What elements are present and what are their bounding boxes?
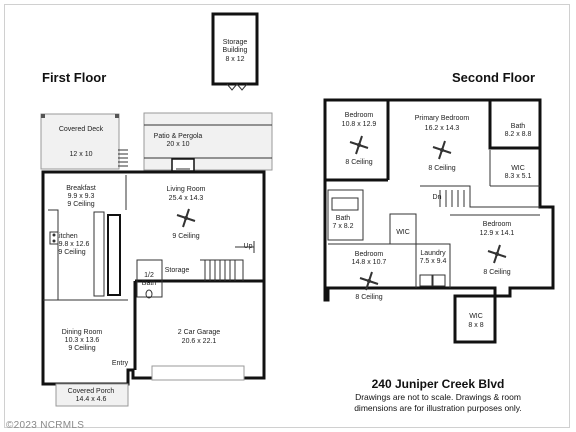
svg-text:20 x 10: 20 x 10	[167, 141, 190, 148]
stair-down-label: Dn	[433, 194, 442, 201]
primary-bedroom-label: Primary Bedroom	[415, 115, 470, 122]
primary-bath-label: Bath	[511, 123, 526, 130]
svg-text:9.9 x 9.3: 9.9 x 9.3	[68, 193, 95, 200]
svg-text:14.8 x 10.7: 14.8 x 10.7	[352, 259, 387, 266]
wic-primary-label: WIC	[511, 165, 525, 172]
kitchen-label: Kitchen	[54, 233, 77, 240]
stair-up-label: Up	[244, 243, 253, 250]
svg-text:8 x 12: 8 x 12	[225, 56, 244, 63]
ceiling-fan-icon	[349, 135, 369, 155]
svg-text:Storage: Storage	[223, 39, 248, 46]
second-floor-heading: Second Floor	[452, 70, 535, 85]
svg-text:9 Ceiling: 9 Ceiling	[68, 345, 95, 352]
svg-text:9 Ceiling: 9 Ceiling	[172, 233, 199, 240]
svg-text:Building: Building	[223, 47, 248, 54]
laundry-label: Laundry	[420, 250, 446, 257]
half-bath-label: 1/2	[144, 272, 154, 279]
svg-text:8 Ceiling: 8 Ceiling	[428, 165, 455, 172]
svg-text:8 x 8: 8 x 8	[468, 322, 483, 329]
garage-label: 2 Car Garage	[178, 329, 221, 336]
first-floor-plan: Storage Building 8 x 12 Covered Deck 12 …	[40, 12, 273, 407]
bedroom-3-label: Bedroom	[483, 221, 512, 228]
bath-2-label: Bath	[336, 215, 351, 222]
wic-3-label: WIC	[469, 313, 483, 320]
covered-porch-label: Covered Porch	[68, 388, 115, 395]
property-address: 240 Juniper Creek Blvd	[372, 377, 505, 391]
first-floor-heading: First Floor	[42, 70, 106, 85]
storage-label: Storage	[165, 267, 190, 274]
svg-text:25.4 x 14.3: 25.4 x 14.3	[169, 195, 204, 202]
svg-text:16.2 x 14.3: 16.2 x 14.3	[425, 125, 460, 132]
svg-text:8 Ceiling: 8 Ceiling	[345, 159, 372, 166]
bedroom-1-label: Bedroom	[345, 112, 374, 119]
disclaimer-line-2: dimensions are for illustration purposes…	[354, 403, 522, 413]
svg-text:8 Ceiling: 8 Ceiling	[483, 269, 510, 276]
copyright-watermark: ©2023 NCRMLS	[6, 420, 84, 431]
svg-text:10.8 x 12.9: 10.8 x 12.9	[342, 121, 377, 128]
wic-small-label: WIC	[396, 229, 410, 236]
svg-text:Patio & Pergola: Patio & Pergola	[154, 133, 203, 140]
svg-text:12 x 10: 12 x 10	[70, 151, 93, 158]
svg-text:12.9 x 14.1: 12.9 x 14.1	[480, 230, 515, 237]
covered-deck: Covered Deck 12 x 10	[40, 113, 128, 170]
patio-pergola: Patio & Pergola 20 x 10	[143, 112, 273, 172]
ceiling-fan-icon	[359, 271, 379, 291]
living-room-label: Living Room	[167, 186, 206, 193]
svg-text:20.6 x 22.1: 20.6 x 22.1	[182, 338, 217, 345]
ceiling-fan-icon	[487, 244, 507, 264]
entry-label: Entry	[112, 360, 129, 367]
breakfast-label: Breakfast	[66, 185, 96, 192]
svg-text:8.2 x 8.8: 8.2 x 8.8	[505, 131, 532, 138]
svg-text:7.5 x 9.4: 7.5 x 9.4	[420, 258, 447, 265]
image-frame	[4, 4, 570, 428]
toilet-icon	[145, 289, 153, 299]
svg-text:8.3 x 5.1: 8.3 x 5.1	[505, 173, 532, 180]
dining-room-label: Dining Room	[62, 329, 103, 336]
svg-text:14.4 x 4.6: 14.4 x 4.6	[76, 396, 107, 403]
svg-text:8 Ceiling: 8 Ceiling	[355, 294, 382, 301]
bedroom-2-label: Bedroom	[355, 251, 384, 258]
svg-text:10.3 x 13.6: 10.3 x 13.6	[65, 337, 100, 344]
stove-icon	[49, 231, 59, 245]
disclaimer-line-1: Drawings are not to scale. Drawings & ro…	[355, 392, 521, 402]
storage-building: Storage Building 8 x 12	[211, 12, 259, 91]
svg-text:9 Ceiling: 9 Ceiling	[67, 201, 94, 208]
ceiling-fan-icon	[176, 208, 196, 228]
second-floor-plan: Bedroom 10.8 x 12.9 8 Ceiling Primary Be…	[323, 98, 555, 344]
svg-text:Bath: Bath	[142, 280, 157, 287]
svg-text:7 x 8.2: 7 x 8.2	[332, 223, 353, 230]
ceiling-fan-icon	[432, 140, 452, 160]
svg-text:9 Ceiling: 9 Ceiling	[58, 249, 85, 256]
svg-text:9.8 x 12.6: 9.8 x 12.6	[59, 241, 90, 248]
svg-text:Covered Deck: Covered Deck	[59, 126, 104, 133]
